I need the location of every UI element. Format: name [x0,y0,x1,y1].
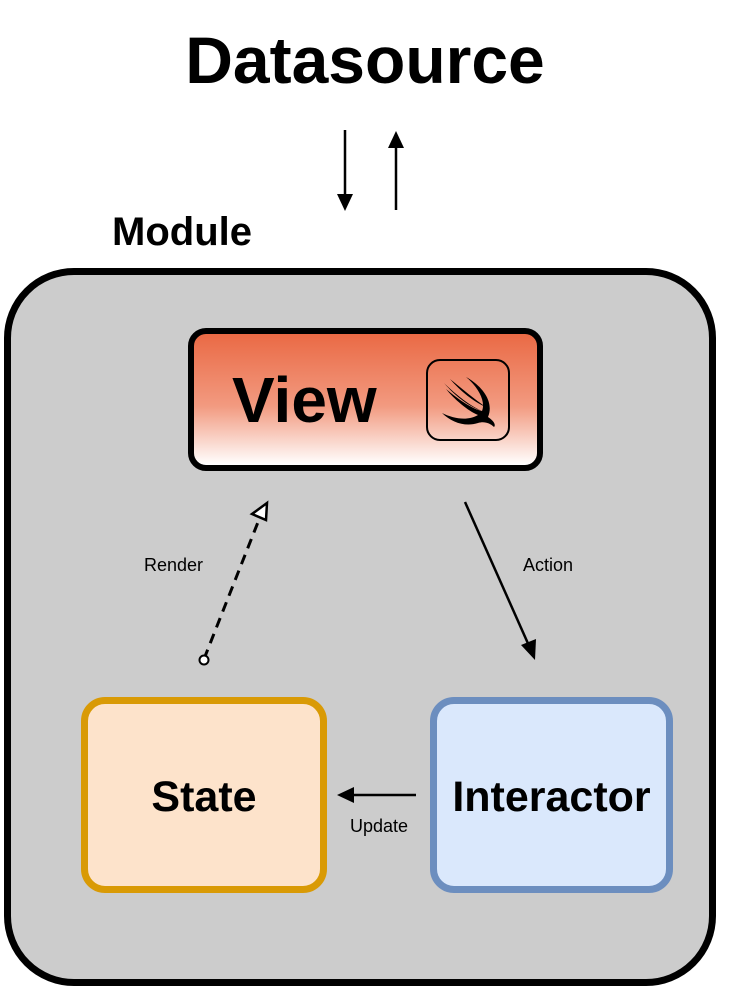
interactor-node [430,697,673,893]
state-node [81,697,327,893]
render-arrow [198,500,269,666]
state-label: State [151,773,257,821]
module-label: Module [112,210,252,254]
arrow-up-to-datasource [388,131,404,210]
action-arrow [463,501,536,660]
interactor-label: Interactor [452,773,651,821]
render-edge-label: Render [144,555,204,575]
action-edge-label: Action [523,555,574,575]
view-label: View [232,364,377,436]
swift-icon [426,359,510,441]
datasource-title: Datasource [185,23,545,97]
update-arrow [337,787,416,803]
arrow-down-to-module [337,130,353,211]
update-edge-label: Update [350,816,409,836]
